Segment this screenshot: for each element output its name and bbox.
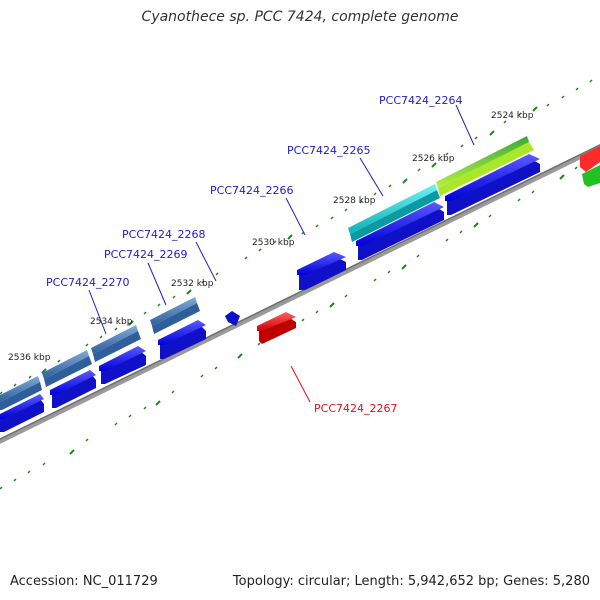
gene-block-forward[interactable] xyxy=(99,346,146,384)
outer-major-ticks xyxy=(41,106,538,374)
kbp-label: 2530 kbp xyxy=(252,238,295,248)
gene-2270b[interactable] xyxy=(42,350,92,387)
label-gene-2264[interactable]: PCC7424_2264 xyxy=(379,94,462,107)
kbp-label: 2524 kbp xyxy=(491,111,534,121)
genome-title: Cyanothece sp. PCC 7424, complete genome xyxy=(141,9,459,25)
gene-block-forward[interactable] xyxy=(158,320,206,359)
outer-tick-ring xyxy=(0,79,593,395)
label-gene-2268[interactable]: PCC7424_2268 xyxy=(122,228,205,241)
label-gene-2265[interactable]: PCC7424_2265 xyxy=(287,144,370,157)
genome-backbone xyxy=(0,144,600,444)
locus-gene-track xyxy=(0,136,600,410)
gene-2264[interactable] xyxy=(436,136,534,196)
gene-2266[interactable] xyxy=(297,252,346,290)
gene-2270[interactable] xyxy=(0,376,42,410)
label-gene-2266[interactable]: PCC7424_2266 xyxy=(210,184,293,197)
leader-lines xyxy=(88,104,475,403)
kbp-label: 2528 kbp xyxy=(333,196,376,206)
kbp-label: 2536 kbp xyxy=(8,353,51,363)
gene-block-forward[interactable] xyxy=(50,370,96,408)
label-gene-2267[interactable]: PCC7424_2267 xyxy=(314,402,397,415)
genome-summary-text: Topology: circular; Length: 5,942,652 bp… xyxy=(232,574,590,589)
label-gene-2270[interactable]: PCC7424_2270 xyxy=(46,276,129,289)
label-gene-2269[interactable]: PCC7424_2269 xyxy=(104,248,187,261)
gene-block-forward[interactable] xyxy=(0,394,44,432)
kbp-label: 2526 kbp xyxy=(412,154,455,164)
gene-right-edge[interactable] xyxy=(580,146,600,187)
gene-block-forward[interactable] xyxy=(445,154,540,215)
kbp-label: 2534 kbp xyxy=(90,317,133,327)
gene-2268[interactable] xyxy=(225,311,240,326)
gene-2269[interactable] xyxy=(91,325,141,362)
gene-2267[interactable] xyxy=(257,312,296,344)
kbp-label: 2532 kbp xyxy=(171,279,214,289)
gene-2265[interactable] xyxy=(348,184,440,242)
gene-block-forward[interactable] xyxy=(356,202,444,260)
gene-2268-bar[interactable] xyxy=(150,297,200,334)
accession-text: Accession: NC_011729 xyxy=(10,574,158,589)
forward-gene-track xyxy=(0,154,540,432)
inner-major-ticks xyxy=(69,174,565,455)
